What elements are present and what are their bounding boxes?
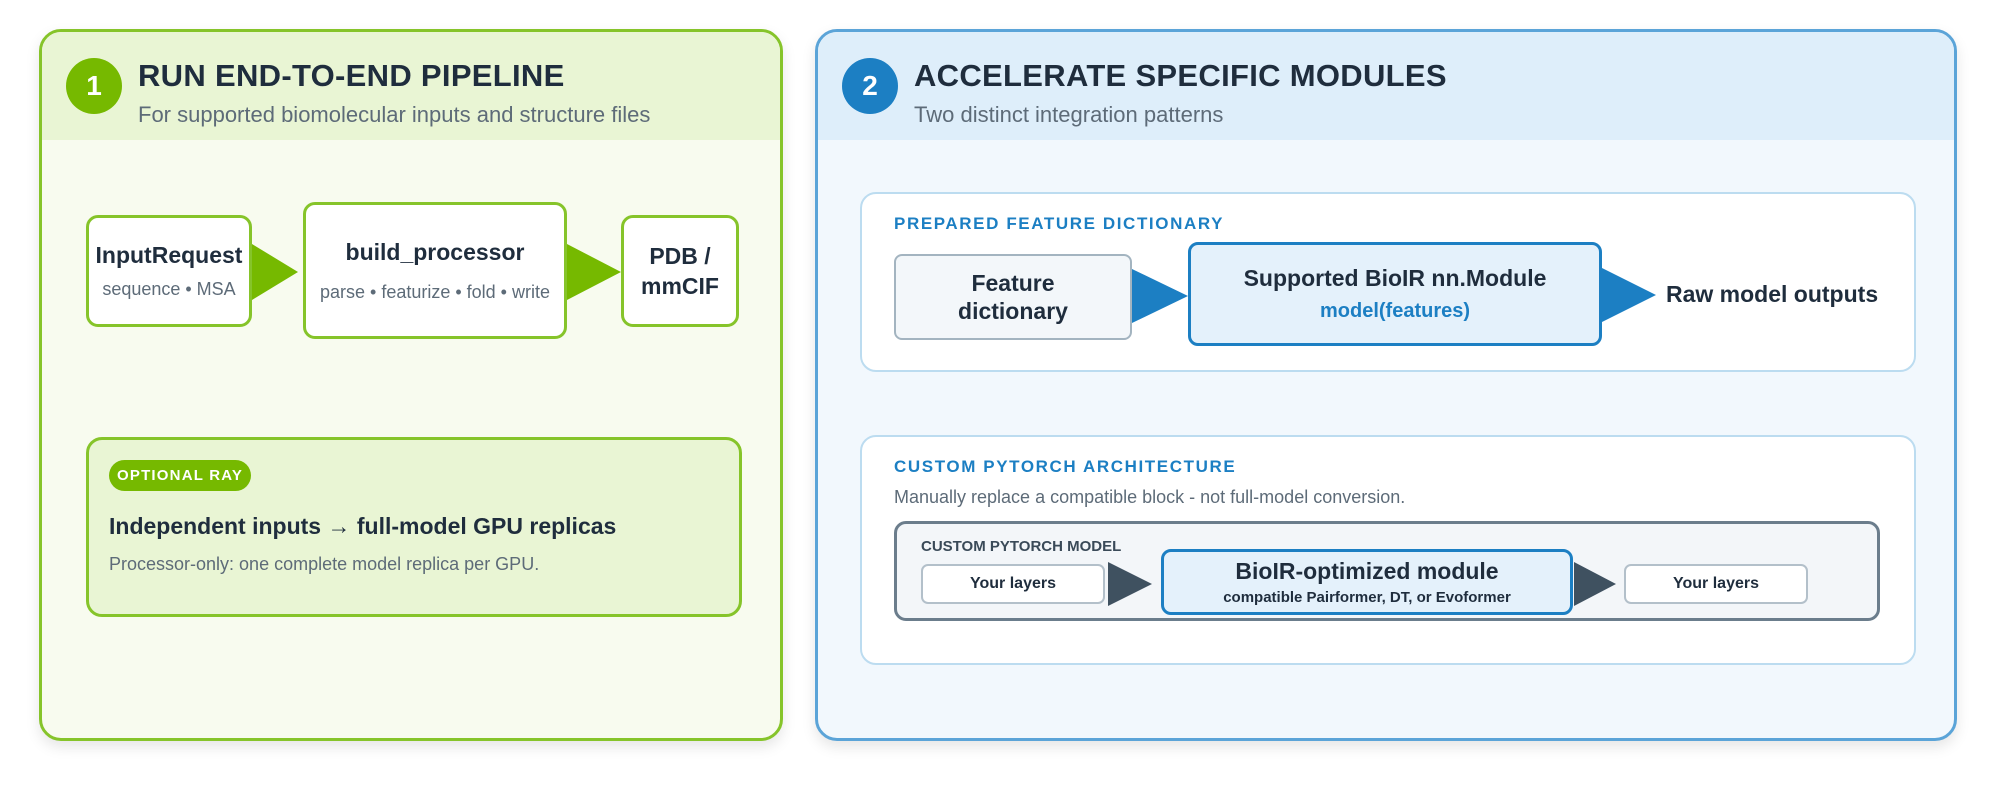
feature-dictionary-box: Feature dictionary [894, 254, 1132, 340]
flow-arrow-icon [1108, 562, 1152, 606]
bioir-module-sub: model(features) [1319, 300, 1471, 322]
flow-arrow-icon [1602, 268, 1656, 322]
step-badge-2: 2 [842, 58, 898, 114]
custom-card-note: Manually replace a compatible block - no… [894, 487, 1406, 507]
pdb-mmcif-box: PDB / mmCIF [621, 215, 739, 327]
bioir-module-title: Supported BioIR nn.Module [1243, 265, 1547, 291]
optional-ray-tag: OPTIONAL RAY [109, 460, 252, 491]
custom-pytorch-card: CUSTOM PYTORCH ARCHITECTURE Manually rep… [860, 435, 1916, 665]
input-request-sub: sequence • MSA [102, 279, 236, 299]
prepared-feature-card: PREPARED FEATURE DICTIONARY Feature dict… [860, 192, 1916, 372]
your-layers-right-box: Your layers [1624, 564, 1808, 604]
build-processor-box: build_processor parse • featurize • fold… [303, 202, 567, 339]
input-request-box: InputRequest sequence • MSA [86, 215, 252, 327]
ray-title: Independent inputs → full-model GPU repl… [109, 513, 617, 539]
dictionary-label: dictionary [958, 298, 1068, 324]
bioir-module-box: Supported BioIR nn.Module model(features… [1188, 242, 1602, 346]
accelerate-title: ACCELERATE SPECIFIC MODULES [914, 58, 1447, 93]
optional-ray-box: OPTIONAL RAY Independent inputs → full-m… [86, 437, 742, 617]
step-badge-1: 1 [66, 58, 122, 114]
mmcif-label: mmCIF [641, 273, 719, 299]
accelerate-panel: 2 ACCELERATE SPECIFIC MODULES Two distin… [815, 29, 1957, 741]
your-layers-right-label: Your layers [1673, 575, 1759, 592]
flow-arrow-icon [567, 244, 621, 300]
pipeline-panel: 1 RUN END-TO-END PIPELINE For supported … [39, 29, 783, 741]
pipeline-title: RUN END-TO-END PIPELINE [138, 58, 565, 93]
custom-model-label: CUSTOM PYTORCH MODEL [921, 538, 1122, 555]
flow-arrow-icon [1132, 269, 1188, 323]
input-request-title: InputRequest [95, 242, 243, 268]
accelerate-subtitle: Two distinct integration patterns [914, 102, 1224, 127]
raw-outputs-label: Raw model outputs [1666, 281, 1879, 307]
custom-model-frame: CUSTOM PYTORCH MODEL Your layers BioIR-o… [894, 521, 1880, 621]
bioir-optimized-module-box: BioIR-optimized module compatible Pairfo… [1161, 549, 1573, 615]
build-processor-sub: parse • featurize • fold • write [319, 281, 550, 302]
ray-description: Processor-only: one complete model repli… [109, 554, 540, 574]
pipeline-header: 1 RUN END-TO-END PIPELINE For supported … [42, 32, 780, 140]
bioir-optimized-sub: compatible Pairformer, DT, or Evoformer [1223, 589, 1511, 606]
pipeline-subtitle: For supported biomolecular inputs and st… [138, 102, 651, 127]
feature-label: Feature [971, 270, 1055, 296]
accelerate-header: 2 ACCELERATE SPECIFIC MODULES Two distin… [818, 32, 1954, 140]
prepared-card-title: PREPARED FEATURE DICTIONARY [894, 214, 1225, 233]
your-layers-left-label: Your layers [970, 575, 1056, 592]
flow-arrow-icon [1574, 562, 1616, 606]
bioir-optimized-title: BioIR-optimized module [1235, 558, 1499, 584]
flow-arrow-icon [252, 244, 298, 300]
pdb-label: PDB / [649, 243, 711, 269]
build-processor-title: build_processor [345, 238, 525, 265]
custom-card-title: CUSTOM PYTORCH ARCHITECTURE [894, 457, 1237, 476]
your-layers-left-box: Your layers [921, 564, 1105, 604]
